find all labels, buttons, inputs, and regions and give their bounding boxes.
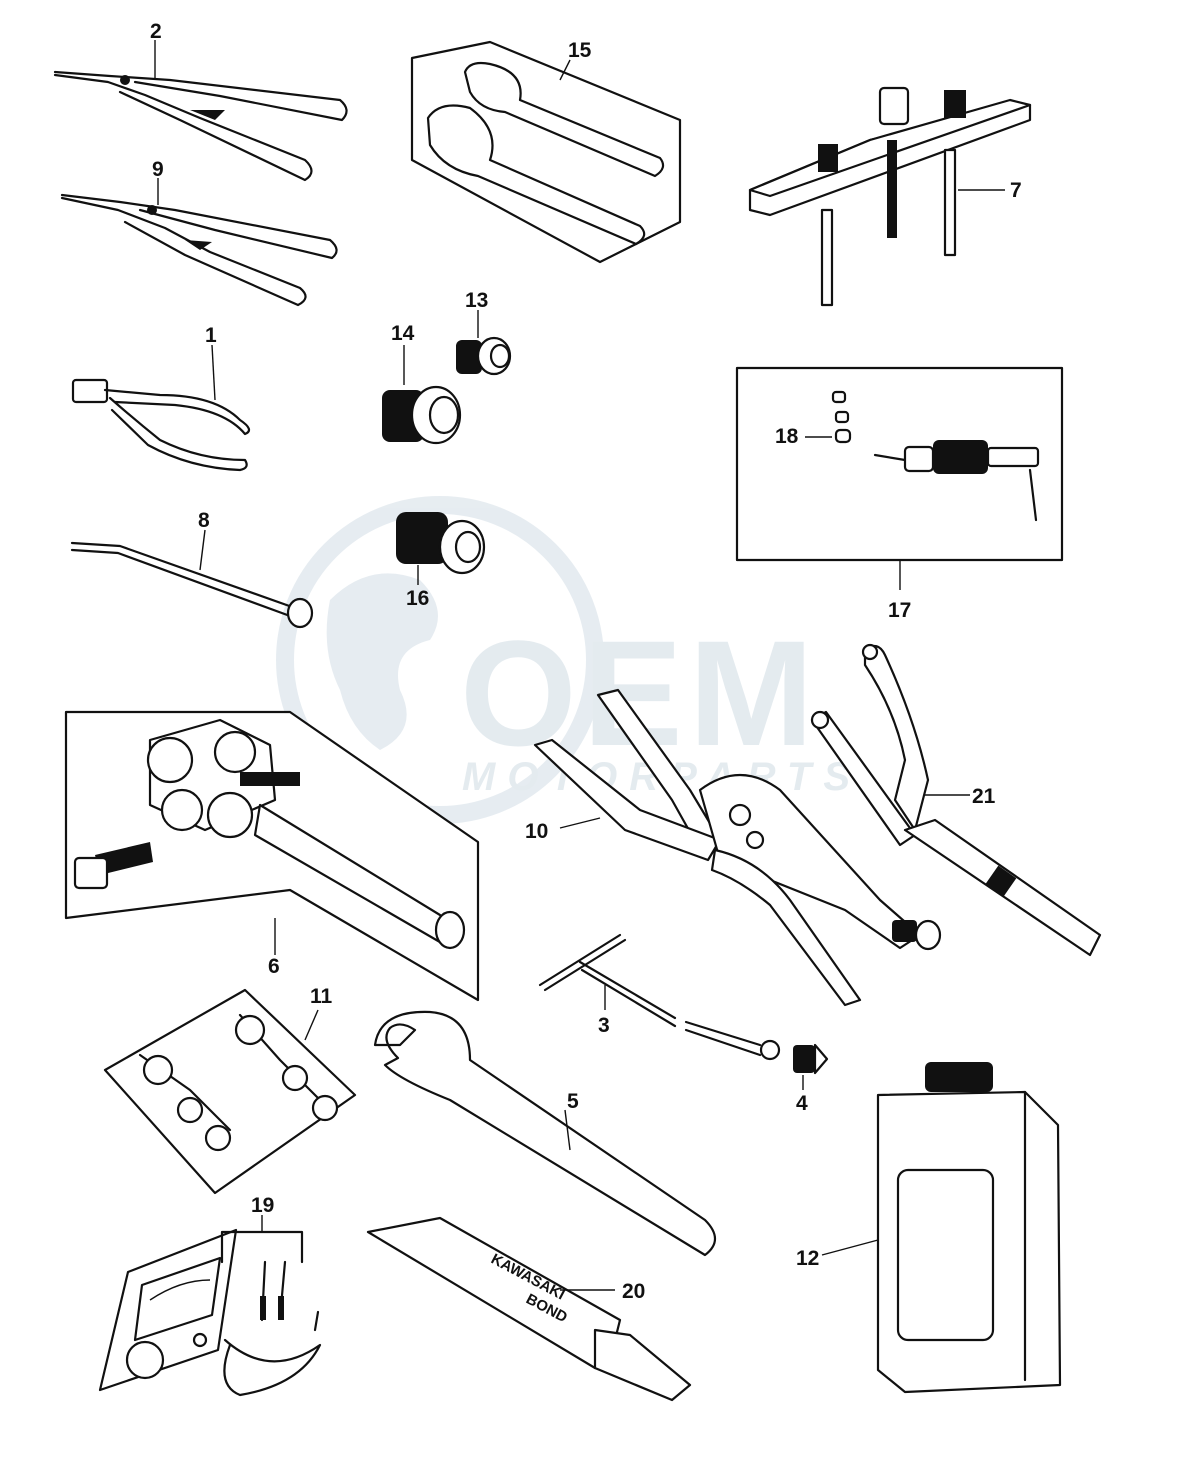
locking-pliers-clamp (533, 688, 942, 1007)
callout-16: 16 (406, 587, 429, 610)
hand-tester-multimeter (98, 1215, 322, 1397)
callout-1: 1 (205, 324, 217, 347)
kawasaki-bond-tube: KAWASAKI BOND (366, 1216, 692, 1402)
callout-21: 21 (972, 785, 996, 808)
callout-13: 13 (465, 289, 488, 312)
callout-14: 14 (391, 322, 415, 345)
callout-11: 11 (310, 985, 333, 1008)
hook-spanner-wrench (373, 1010, 717, 1257)
callout-20: 20 (622, 1280, 645, 1303)
callout-12: 12 (796, 1247, 819, 1270)
oil-seal-driver-large (382, 345, 462, 445)
callout-19: 19 (251, 1194, 274, 1217)
callout-9: 9 (152, 158, 164, 181)
callout-2: 2 (150, 20, 162, 43)
watermark-continents (326, 573, 438, 750)
valve-seat-tool-kit (735, 366, 1064, 590)
circlip-pliers-internal (60, 178, 338, 307)
circlip-pliers-external (53, 40, 348, 182)
callout-7: 7 (1010, 179, 1022, 202)
spanner-set-box (410, 40, 682, 264)
callout-8: 8 (198, 509, 210, 532)
callout-6: 6 (268, 955, 280, 978)
pliers-small (71, 344, 251, 472)
rotor-holder-tool (810, 643, 1102, 957)
callout-3: 3 (598, 1014, 610, 1037)
callout-18: 18 (775, 425, 799, 448)
callout-15: 15 (568, 39, 592, 62)
callout-10: 10 (525, 820, 548, 843)
puller-bar (748, 86, 1032, 307)
flywheel-holder-kit (64, 710, 480, 1002)
valve-guide-tool-set (103, 988, 357, 1195)
callout-5: 5 (567, 1090, 579, 1113)
valve-lapper-rod (70, 529, 314, 629)
knurled-driver (396, 512, 486, 585)
oil-bottle (821, 1062, 1062, 1394)
callouts: 1 2 3 4 5 6 7 8 9 10 11 12 13 14 15 16 1… (150, 20, 1022, 1303)
adapter-nut (793, 1043, 829, 1090)
t-handle-driver (538, 933, 781, 1061)
oil-seal-driver-small (456, 310, 512, 376)
callout-4: 4 (796, 1092, 808, 1115)
callout-17: 17 (888, 599, 911, 622)
